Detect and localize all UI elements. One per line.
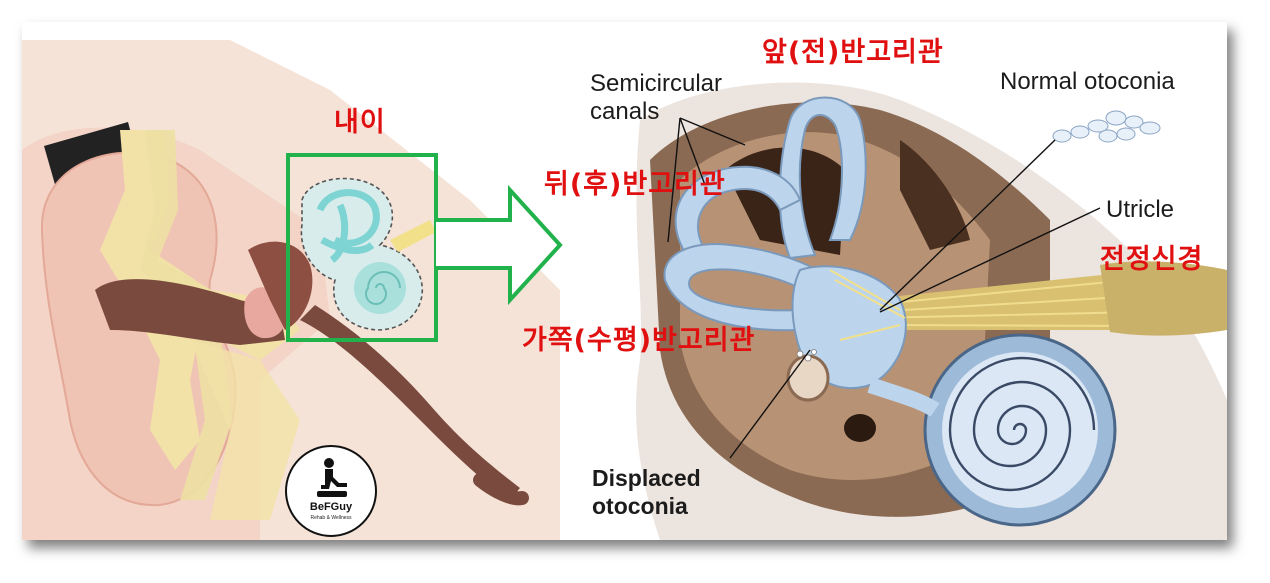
displaced-otoconia-label: Displaced otoconia bbox=[592, 465, 701, 519]
zoom-arrow bbox=[436, 184, 563, 306]
normal-otoconia-label: Normal otoconia bbox=[1000, 68, 1175, 95]
outer-ear-illustration bbox=[22, 40, 560, 540]
inner-ear-detail-illustration bbox=[636, 82, 1227, 540]
inner-ear-label: 내이 bbox=[334, 107, 386, 138]
befguy-logo: BeFGuy Rehab & Wellness bbox=[285, 445, 377, 537]
leader-lines bbox=[667, 117, 1101, 459]
semicircular-canals-label: Semicircular canals bbox=[590, 70, 723, 125]
anterior-canal-label: 앞(전)반고리관 bbox=[762, 37, 944, 68]
normal-otoconia-cluster bbox=[1052, 110, 1161, 143]
posterior-canal-label: 뒤(후)반고리관 bbox=[544, 169, 726, 200]
displaced-otoconia-specks bbox=[796, 349, 817, 362]
inner-ear-small-illustration bbox=[300, 177, 436, 331]
vestibular-nerve-label: 전정신경 bbox=[1100, 244, 1204, 275]
person-lifting-icon bbox=[317, 458, 347, 497]
utricle-label: Utricle bbox=[1106, 196, 1175, 223]
horizontal-canal-label: 가쪽(수평)반고리관 bbox=[522, 325, 756, 356]
